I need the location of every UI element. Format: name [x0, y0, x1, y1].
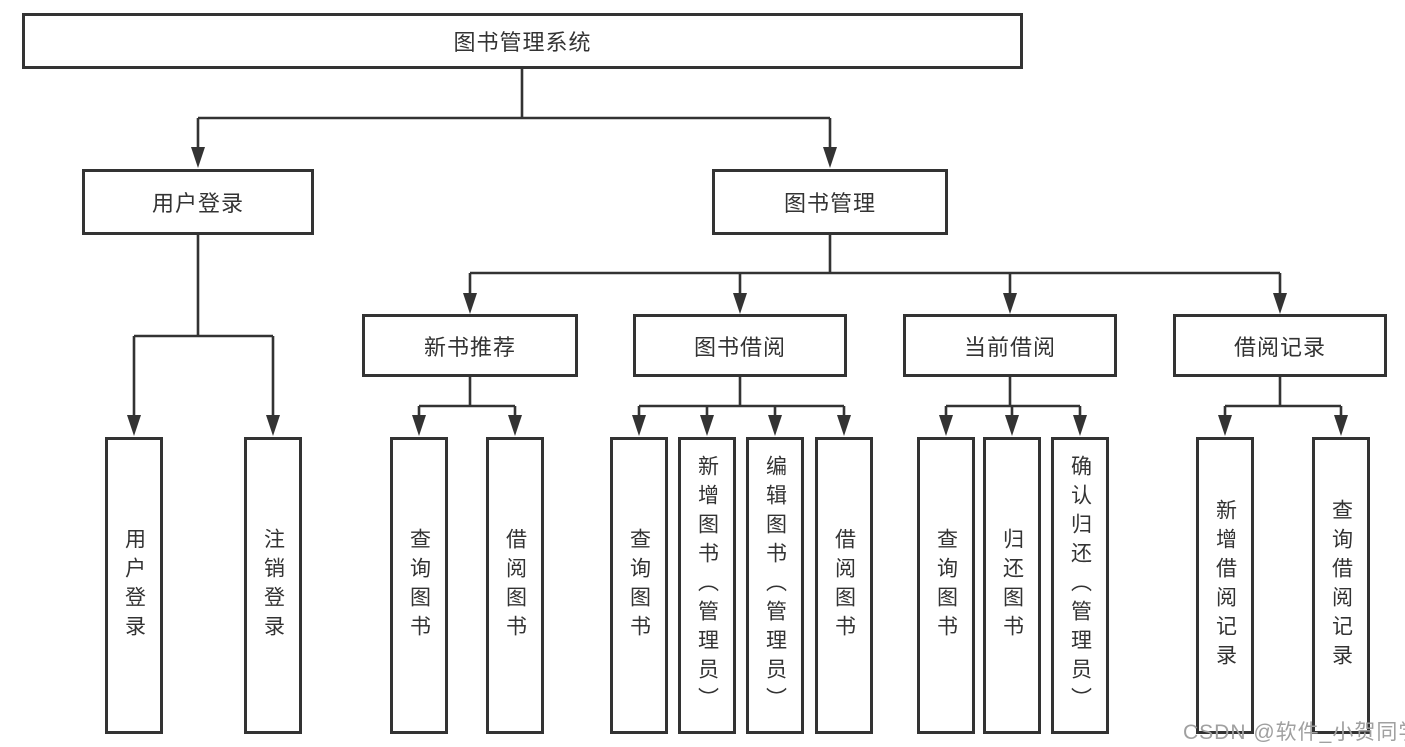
leaf-cb-query-book: 查询图书: [917, 437, 975, 734]
node-borrow-record-label: 借阅记录: [1233, 334, 1326, 360]
leaf-logout: 注销登录: [244, 437, 302, 734]
node-book-borrow-label: 图书借阅: [693, 334, 786, 360]
leaf-br-query-record-label: 查询借阅记录: [1329, 498, 1353, 673]
leaf-nb-query-book: 查询图书: [390, 437, 448, 734]
node-user-login: 用户登录: [82, 169, 314, 235]
node-book-management-label: 图书管理: [783, 191, 876, 216]
node-root-label: 图书管理系统: [453, 30, 592, 55]
leaf-cb-return-book-label: 归还图书: [1000, 527, 1024, 644]
leaf-cb-return-book: 归还图书: [983, 437, 1041, 734]
leaf-bb-edit-book: 编辑图书（管理员）: [746, 437, 804, 734]
leaf-br-add-record: 新增借阅记录: [1196, 437, 1254, 734]
leaf-nb-borrow-book: 借阅图书: [486, 437, 544, 734]
leaf-bb-borrow-book: 借阅图书: [815, 437, 873, 734]
leaf-user-login: 用户登录: [105, 437, 163, 734]
leaf-cb-confirm-return-label: 确认归还（管理员）: [1068, 455, 1092, 716]
leaf-bb-query-book-label: 查询图书: [627, 527, 651, 644]
node-new-book-recommend: 新书推荐: [362, 314, 578, 377]
leaf-cb-query-book-label: 查询图书: [934, 527, 958, 644]
node-book-borrow: 图书借阅: [633, 314, 847, 377]
node-current-borrow-label: 当前借阅: [963, 334, 1056, 360]
node-borrow-record: 借阅记录: [1173, 314, 1387, 377]
node-new-book-recommend-label: 新书推荐: [423, 334, 516, 360]
leaf-bb-query-book: 查询图书: [610, 437, 668, 734]
leaf-cb-confirm-return: 确认归还（管理员）: [1051, 437, 1109, 734]
leaf-nb-query-book-label: 查询图书: [407, 527, 431, 644]
leaf-br-add-record-label: 新增借阅记录: [1213, 498, 1237, 673]
node-current-borrow: 当前借阅: [903, 314, 1117, 377]
leaf-logout-label: 注销登录: [261, 527, 285, 644]
leaf-br-query-record: 查询借阅记录: [1312, 437, 1370, 734]
leaf-bb-edit-book-label: 编辑图书（管理员）: [763, 455, 787, 716]
leaf-bb-add-book-label: 新增图书（管理员）: [695, 455, 719, 716]
leaf-bb-add-book: 新增图书（管理员）: [678, 437, 736, 734]
leaf-bb-borrow-book-label: 借阅图书: [832, 527, 856, 644]
arrowheads: [127, 147, 1348, 436]
leaf-user-login-label: 用户登录: [122, 527, 146, 644]
node-user-login-label: 用户登录: [151, 191, 244, 216]
csdn-watermark: CSDN @软件_小贺同学: [1183, 721, 1405, 744]
node-root: 图书管理系统: [22, 13, 1023, 69]
leaf-nb-borrow-book-label: 借阅图书: [503, 527, 527, 644]
node-book-management: 图书管理: [712, 169, 948, 235]
